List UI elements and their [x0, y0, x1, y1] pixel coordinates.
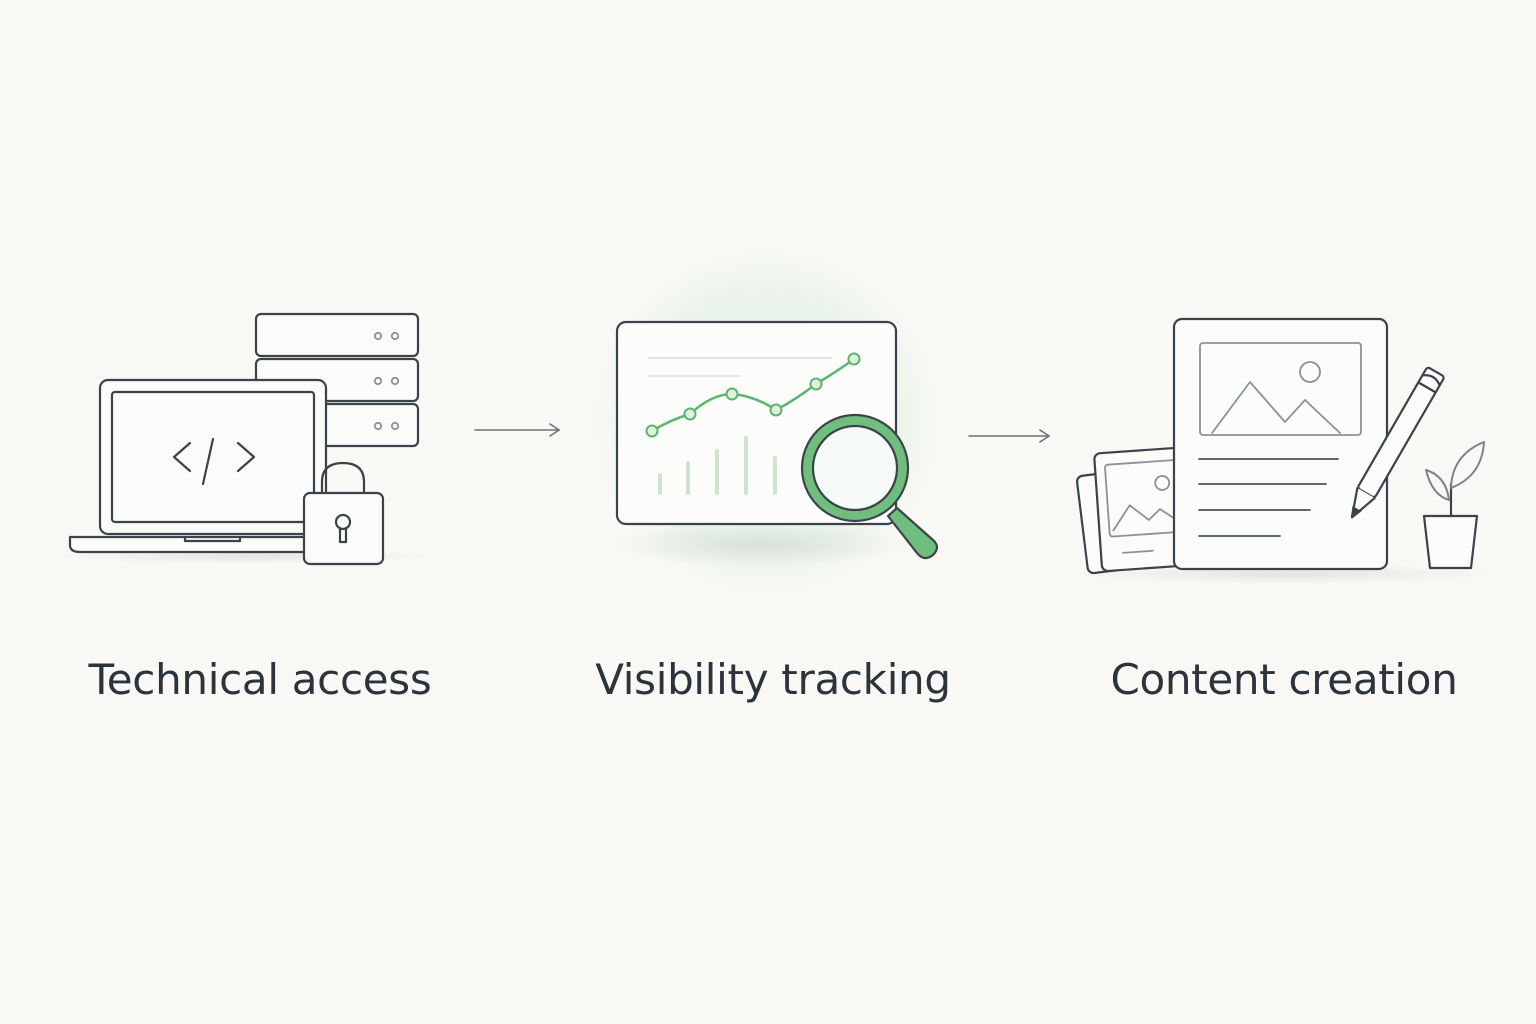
arrow-right-icon [474, 423, 561, 437]
pencil-icon [1350, 366, 1445, 519]
magnifier-icon [800, 413, 939, 560]
laptop-server-lock-icon [55, 312, 435, 566]
plant-icon [1422, 441, 1485, 570]
document-pencil-plant-icon [1070, 317, 1500, 584]
step-label-technical-access: Technical access [88, 655, 432, 704]
chart-magnifier-icon [588, 244, 944, 600]
laptop-icon [68, 378, 328, 554]
step-label-visibility-tracking: Visibility tracking [595, 655, 951, 704]
arrow-right-icon [968, 429, 1051, 443]
document-icon [1172, 317, 1389, 571]
code-icon [172, 437, 256, 486]
step-label-content-creation: Content creation [1110, 655, 1458, 704]
lock-icon [302, 461, 385, 566]
